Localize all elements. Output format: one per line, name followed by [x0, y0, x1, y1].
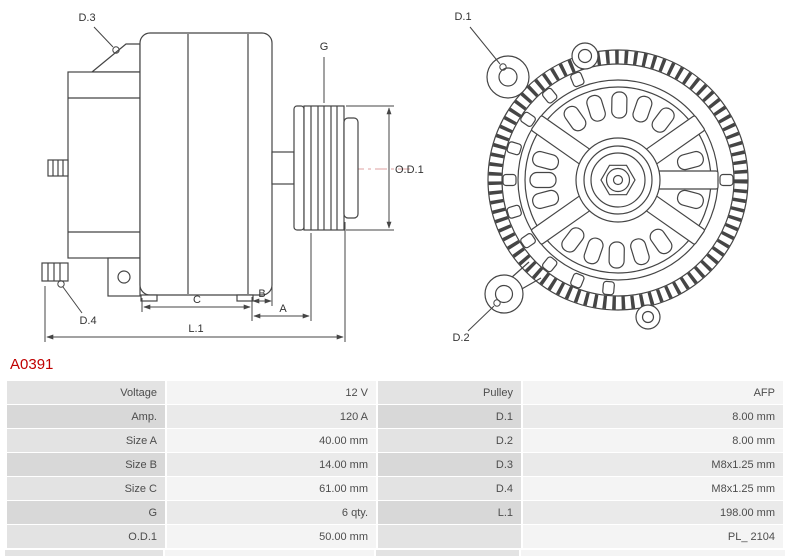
mounting-ear-d2 — [484, 274, 524, 314]
rear-view-drawing — [484, 42, 749, 330]
outer-vent-slots — [502, 70, 734, 296]
spec-label-size-b: Size B — [7, 453, 165, 476]
shaft — [271, 151, 295, 185]
table-row: Voltage 12 V Pulley AFP — [7, 381, 783, 404]
d4-leader-line — [62, 286, 83, 314]
spec-label-pulley: Pulley — [378, 381, 521, 404]
spec-label-empty — [378, 525, 521, 548]
spec-label-l1: L.1 — [378, 501, 521, 524]
spec-label-d3: D.3 — [378, 453, 521, 476]
part-number: A0391 — [10, 356, 54, 373]
d1-leader-line — [469, 26, 501, 65]
spec-table: Voltage 12 V Pulley AFP Amp. 120 A D.1 8… — [5, 380, 785, 549]
label-d1: D.1 — [454, 11, 471, 23]
spec-value-d2: 8.00 mm — [523, 429, 783, 452]
label-l1: L.1 — [188, 323, 203, 335]
rear-view-leaders — [467, 26, 507, 332]
table-row: Size C 61.00 mm D.4 M8x1.25 mm — [7, 477, 783, 500]
label-d3: D.3 — [78, 12, 95, 24]
label-a: A — [279, 303, 287, 315]
d3-leader-marker — [112, 46, 120, 54]
partial-cell — [521, 550, 785, 556]
spec-label-g: G — [7, 501, 165, 524]
spec-value-pulley: AFP — [523, 381, 783, 404]
d4-leader-marker — [57, 280, 65, 288]
spec-value-pl-code: PL_ 2104 — [523, 525, 783, 548]
spec-value-size-b: 14.00 mm — [167, 453, 376, 476]
table-next-row-partial — [5, 550, 785, 556]
label-c: C — [193, 294, 201, 306]
spec-value-l1: 198.00 mm — [523, 501, 783, 524]
spec-label-size-c: Size C — [7, 477, 165, 500]
spec-value-g: 6 qty. — [167, 501, 376, 524]
spec-value-amp: 120 A — [167, 405, 376, 428]
mounting-hole-d1 — [498, 67, 518, 87]
partial-cell — [5, 550, 163, 556]
spec-label-voltage: Voltage — [7, 381, 165, 404]
table-row: Size B 14.00 mm D.3 M8x1.25 mm — [7, 453, 783, 476]
label-d2: D.2 — [452, 332, 469, 344]
spec-label-d2: D.2 — [378, 429, 521, 452]
pulley — [293, 105, 359, 231]
spec-value-d1: 8.00 mm — [523, 405, 783, 428]
d2-leader-marker — [493, 299, 501, 307]
spec-label-d4: D.4 — [378, 477, 521, 500]
table-row: Size A 40.00 mm D.2 8.00 mm — [7, 429, 783, 452]
label-b: B — [258, 288, 265, 300]
spec-value-voltage: 12 V — [167, 381, 376, 404]
spec-label-od1: O.D.1 — [7, 525, 165, 548]
housing-ribs — [488, 50, 748, 310]
spec-label-d1: D.1 — [378, 405, 521, 428]
spec-value-size-a: 40.00 mm — [167, 429, 376, 452]
d1-leader-marker — [499, 63, 507, 71]
mounting-ears — [484, 42, 661, 330]
d3-leader-line — [93, 26, 114, 48]
spec-label-size-a: Size A — [7, 429, 165, 452]
label-g: G — [320, 41, 329, 53]
partial-cell — [165, 550, 374, 556]
table-row: O.D.1 50.00 mm PL_ 2104 — [7, 525, 783, 548]
label-od1: O.D.1 — [395, 164, 424, 176]
spec-label-amp: Amp. — [7, 405, 165, 428]
alternator-diagram-svg: D.3 G O.D.1 C B A L.1 D.4 — [41, 11, 749, 344]
mounting-hole-d2 — [494, 284, 514, 304]
table-row: Amp. 120 A D.1 8.00 mm — [7, 405, 783, 428]
technical-drawing: D.3 G O.D.1 C B A L.1 D.4 — [41, 11, 749, 344]
spec-value-d4: M8x1.25 mm — [523, 477, 783, 500]
side-view-drawing — [41, 32, 414, 302]
partial-cell — [376, 550, 519, 556]
mounting-ear-d1 — [486, 55, 530, 99]
spec-value-d3: M8x1.25 mm — [523, 453, 783, 476]
side-view-dimensions — [44, 26, 394, 342]
label-d4: D.4 — [79, 315, 96, 327]
table-row: G 6 qty. L.1 198.00 mm — [7, 501, 783, 524]
spec-value-od1: 50.00 mm — [167, 525, 376, 548]
d2-leader-line — [467, 305, 495, 332]
spec-value-size-c: 61.00 mm — [167, 477, 376, 500]
